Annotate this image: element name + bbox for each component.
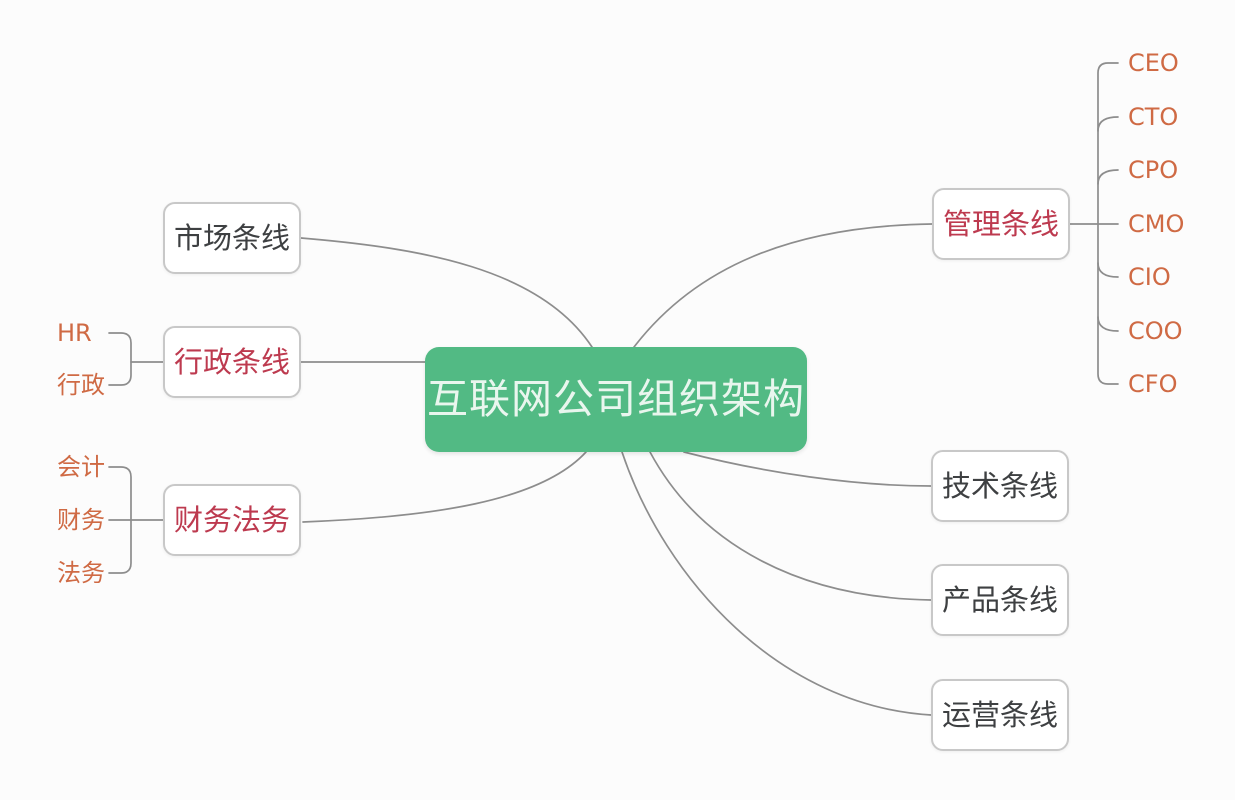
link-technology-line: [683, 451, 932, 487]
operations-line-label: 运营条线: [941, 697, 1058, 732]
finance-legal-label: 财务法务: [173, 502, 290, 537]
child-topic-cio[interactable]: CIO: [1128, 263, 1171, 291]
bracket-stub-cpo: [1097, 169, 1119, 185]
link-operations-line: [621, 451, 932, 716]
child-topic-coo[interactable]: COO: [1128, 317, 1183, 345]
node-center-topic[interactable]: 互联网公司组织架构: [425, 347, 807, 452]
child-topic-xingzheng[interactable]: 行政: [57, 371, 105, 399]
child-topic-cfo[interactable]: CFO: [1128, 370, 1178, 398]
node-admin-line[interactable]: 行政条线: [163, 326, 301, 398]
node-operations-line[interactable]: 运营条线: [931, 679, 1069, 751]
link-management-line: [633, 223, 933, 348]
child-topic-cpo[interactable]: CPO: [1128, 156, 1179, 184]
child-topic-caiwu[interactable]: 财务: [57, 506, 105, 534]
admin-line-label: 行政条线: [173, 344, 290, 379]
bracket-stub-cio: [1097, 262, 1119, 278]
child-topic-hr[interactable]: HR: [57, 319, 92, 347]
bracket-finance-children: [108, 466, 132, 574]
node-finance-legal[interactable]: 财务法务: [163, 484, 301, 556]
center-topic-label: 互联网公司组织架构: [427, 375, 805, 423]
link-product-line: [649, 451, 932, 601]
child-topic-cmo[interactable]: CMO: [1128, 210, 1185, 238]
node-technology-line[interactable]: 技术条线: [931, 450, 1069, 522]
child-topic-cto[interactable]: CTO: [1128, 103, 1179, 131]
management-line-label: 管理条线: [942, 206, 1059, 241]
market-line-label: 市场条线: [173, 220, 290, 255]
bracket-stub-coo: [1097, 316, 1119, 332]
node-management-line[interactable]: 管理条线: [932, 188, 1070, 260]
link-market-line: [300, 237, 593, 348]
child-topic-ceo[interactable]: CEO: [1128, 49, 1179, 77]
bracket-stub-cto: [1097, 116, 1119, 132]
link-finance-line: [302, 451, 587, 523]
technology-line-label: 技术条线: [941, 468, 1058, 503]
child-topic-fawu[interactable]: 法务: [57, 559, 105, 587]
product-line-label: 产品条线: [941, 582, 1058, 617]
node-market-line[interactable]: 市场条线: [163, 202, 301, 274]
node-product-line[interactable]: 产品条线: [931, 564, 1069, 636]
bracket-admin-children: [108, 332, 132, 386]
bracket-management-children: [1097, 62, 1119, 385]
child-topic-kuaiji[interactable]: 会计: [57, 453, 105, 481]
